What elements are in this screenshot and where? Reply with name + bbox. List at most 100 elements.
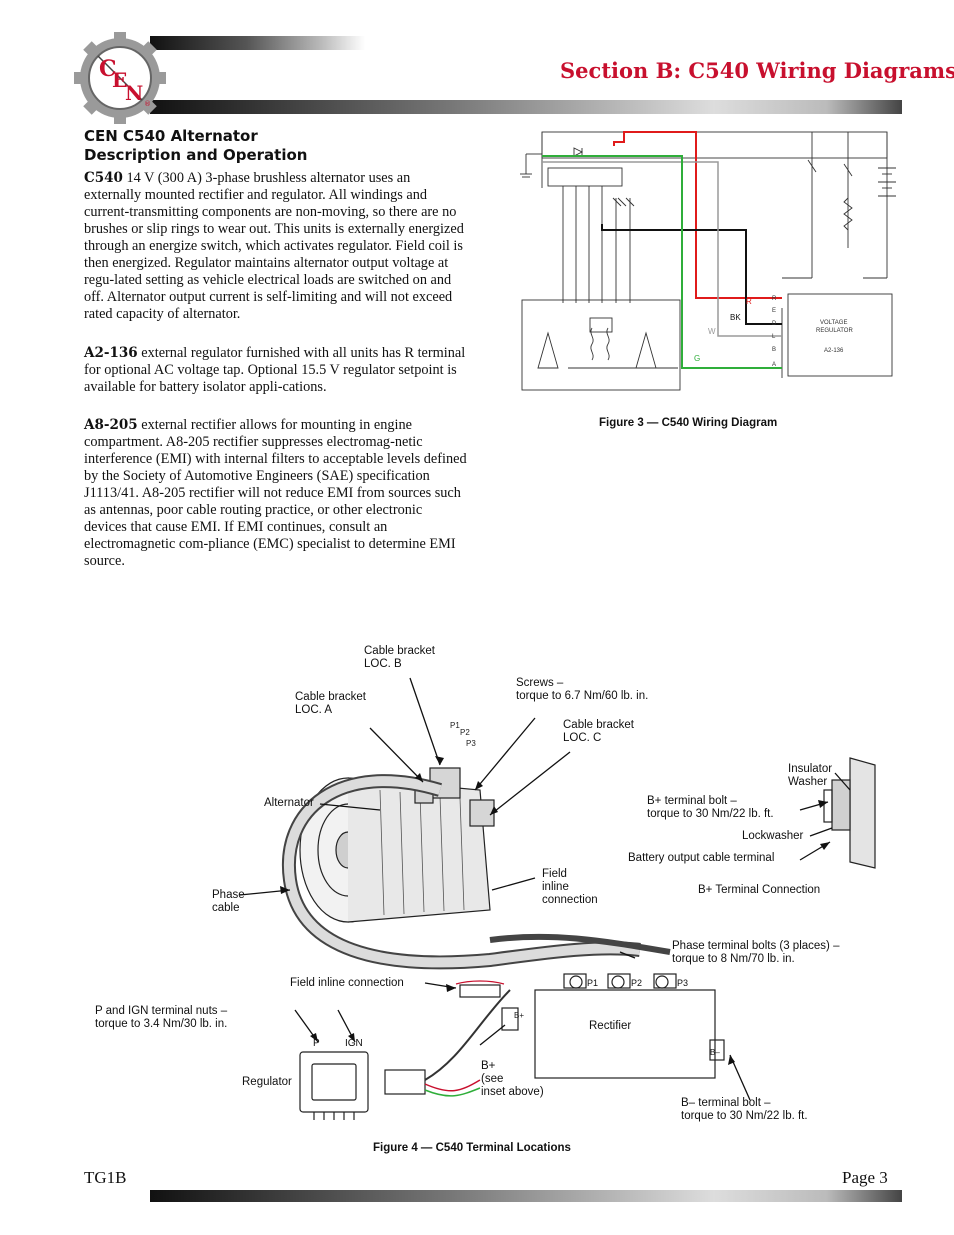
regulator-model: A2-136 [824, 348, 844, 354]
header-rule [150, 100, 902, 114]
terminal-locations-figure: P1 P2 P3 B+ B– [239, 677, 876, 1120]
wire-black [601, 224, 782, 325]
logo-letter-e: E [112, 68, 127, 92]
label-bracket-c: Cable bracket LOC. C [563, 719, 634, 745]
label-phase-bolts-line1: Phase terminal bolts (3 places) – [672, 940, 840, 952]
label-p-ign-line1: P and IGN terminal nuts – [95, 1005, 228, 1017]
label-bracket-c-line2: LOC. C [563, 732, 602, 744]
footer-doc-id: TG1B [84, 1168, 127, 1187]
label-phase-cable-line2: cable [212, 902, 240, 914]
label-rectifier: Rectifier [589, 1020, 632, 1032]
logo-letter-n: N [125, 81, 143, 105]
label-insulator-line1: Insulator [788, 763, 833, 775]
text-a2-136: external regulator furnished with all un… [84, 345, 466, 395]
rectifier-box [547, 167, 623, 187]
term-a2-136: A2-136 [84, 345, 138, 361]
label-bplus-bolt: B+ terminal bolt – torque to 30 Nm/22 lb… [647, 795, 774, 821]
figure-3-caption: Figure 3 — C540 Wiring Diagram [599, 417, 778, 429]
wire-label-black: BK [730, 313, 741, 322]
label-bracket-a-line1: Cable bracket [295, 691, 366, 703]
text-c540: 14 V (300 A) 3-phase brushless alternato… [84, 170, 464, 322]
label-bplus-see-inset: B+ (see inset above) [481, 1060, 544, 1099]
wire-label-white: W [708, 327, 716, 336]
alternator-box [521, 299, 681, 391]
page-title: Section B: C540 Wiring Diagrams [560, 58, 954, 83]
logo-letter-c: C [99, 56, 117, 82]
wire-label-green: G [694, 354, 700, 363]
label-bracket-b: Cable bracket LOC. B [364, 645, 435, 671]
label-bminus-bolt-line1: B– terminal bolt – [681, 1097, 771, 1109]
label-bracket-c-line1: Cable bracket [563, 719, 634, 731]
regulator-box [787, 293, 893, 377]
label-bplus-see-line1: B+ [481, 1060, 496, 1072]
heading-line-1: CEN C540 Alternator [84, 127, 258, 145]
label-bplus-see-line3: inset above) [481, 1086, 544, 1098]
cen-logo: C E N ® [74, 32, 166, 124]
footer-rule [150, 1190, 902, 1202]
label-bplus-bolt-line1: B+ terminal bolt – [647, 795, 737, 807]
label-phase-bolts: Phase terminal bolts (3 places) – torque… [672, 940, 839, 966]
label-field-inline: Field inline connection [542, 868, 598, 907]
label-field-inline-line2: inline [542, 881, 569, 893]
label-bminus-small: B– [710, 1048, 720, 1057]
label-field-inline-line1: Field [542, 868, 567, 880]
label-bplus-see-line2: (see [481, 1073, 504, 1085]
label-phase-cable-line1: Phase [212, 889, 245, 901]
label-battery-cable: Battery output cable terminal [628, 852, 775, 864]
gear-icon [74, 32, 166, 124]
leader-arrowheads [280, 756, 830, 1065]
figure-4-caption: Figure 4 — C540 Terminal Locations [373, 1142, 571, 1154]
term-c540: C540 [84, 170, 123, 186]
regulator-label-2: REGULATOR [816, 328, 853, 334]
label-alternator: Alternator [264, 797, 314, 809]
label-phase-bolts-line2: torque to 8 Nm/70 lb. in. [672, 953, 795, 965]
label-bminus-bolt-line2: torque to 30 Nm/22 lb. ft. [681, 1110, 808, 1122]
wiring-diagram: R BK W G R E D L B A VOLTAGE REGULATOR A… [520, 131, 896, 391]
label-rect-p1: P1 [587, 978, 599, 988]
label-p-ign-line2: torque to 3.4 Nm/30 lb. in. [95, 1018, 228, 1030]
label-bplus-small: B+ [514, 1011, 524, 1020]
reg-terminal-a: A [772, 362, 776, 368]
label-bracket-a-line2: LOC. A [295, 704, 333, 716]
header-top-rule [150, 36, 365, 50]
reg-terminal-l: L [772, 334, 776, 340]
label-p-terminal: P [313, 1038, 320, 1049]
label-rect-p2: P2 [631, 978, 643, 988]
wire-label-red: R [746, 297, 752, 306]
reg-terminal-d: D [772, 321, 777, 327]
wire-white [542, 161, 782, 337]
label-regulator: Regulator [242, 1076, 292, 1088]
label-field-inline-line3: connection [542, 894, 598, 906]
label-insulator-washer: Insulator Washer [788, 763, 832, 789]
label-bracket-a: Cable bracket LOC. A [295, 691, 366, 717]
label-rect-p3: P3 [677, 978, 689, 988]
reg-terminal-e: E [772, 308, 776, 314]
heading-line-2: Description and Operation [84, 146, 308, 164]
label-bracket-b-line1: Cable bracket [364, 645, 435, 657]
label-bminus-bolt: B– terminal bolt – torque to 30 Nm/22 lb… [681, 1097, 808, 1123]
label-top-p3: P3 [466, 739, 476, 748]
label-p-ign-nuts: P and IGN terminal nuts – torque to 3.4 … [95, 1005, 227, 1031]
label-top-p2: P2 [460, 728, 470, 737]
logo-registered: ® [144, 100, 151, 108]
reg-terminal-b: B [772, 347, 776, 353]
label-bplus-terminal-connection: B+ Terminal Connection [698, 884, 821, 896]
label-insulator-line2: Washer [788, 776, 828, 788]
text-a8-205: external rectifier allows for mounting i… [84, 417, 467, 569]
paragraph-a2-136: A2-136 external regulator furnished with… [84, 345, 468, 396]
label-bplus-bolt-line2: torque to 30 Nm/22 lb. ft. [647, 808, 774, 820]
label-ign-terminal: IGN [345, 1038, 363, 1049]
reg-terminal-r: R [772, 296, 777, 302]
label-screws-line1: Screws – [516, 677, 564, 689]
label-bracket-b-line2: LOC. B [364, 658, 402, 670]
label-field-inline-connection: Field inline connection [290, 977, 404, 989]
label-phase-cable: Phase cable [212, 889, 245, 915]
paragraph-c540: C540 14 V (300 A) 3-phase brushless alte… [84, 170, 468, 323]
label-lockwasher: Lockwasher [742, 830, 804, 842]
wire-red [613, 131, 782, 299]
term-a8-205: A8-205 [84, 417, 138, 433]
section-heading: CEN C540 Alternator Description and Oper… [84, 127, 384, 165]
label-screws: Screws – torque to 6.7 Nm/60 lb. in. [516, 677, 648, 703]
regulator-label-1: VOLTAGE [820, 320, 847, 326]
paragraph-a8-205: A8-205 external rectifier allows for mou… [84, 417, 468, 570]
